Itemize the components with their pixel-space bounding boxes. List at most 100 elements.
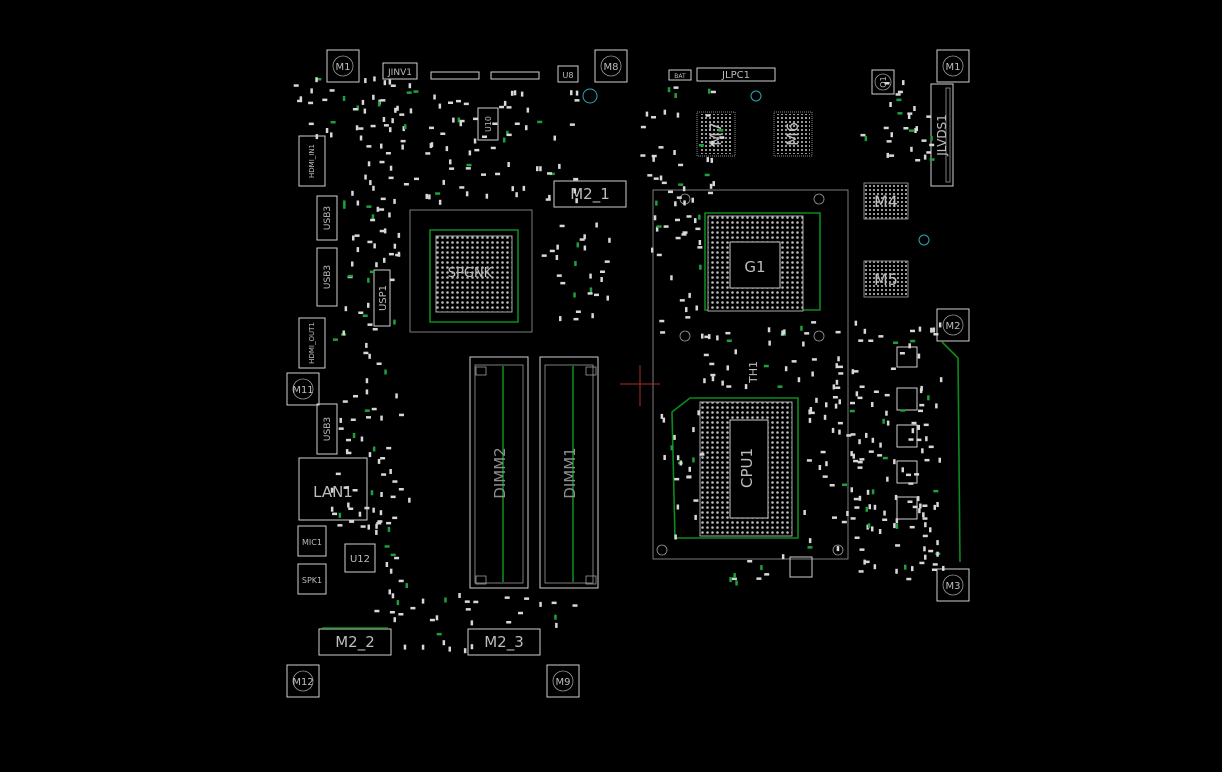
mount-hole-m9[interactable]: M9 <box>546 664 580 698</box>
connector-jlvds1[interactable]: JLVDS1 <box>930 83 954 187</box>
smd-pad <box>822 475 828 478</box>
smd-pad <box>473 600 479 604</box>
dimm-slot-2[interactable]: DIMM2 <box>469 356 529 589</box>
sensor-th1[interactable]: TH1 <box>747 361 760 384</box>
smd-pad <box>368 353 371 359</box>
connector-jinv1[interactable]: JINV1 <box>382 62 418 80</box>
connector-jlpc1[interactable]: JLPC1 <box>696 67 776 82</box>
smd-pad <box>906 473 911 477</box>
smd-pad <box>697 246 703 249</box>
smd-pad <box>865 432 868 438</box>
chip-u12[interactable]: U12 <box>344 543 376 573</box>
chip-cpu1[interactable]: CPU1 <box>671 397 799 539</box>
smd-pad <box>385 562 389 567</box>
smd-pad <box>832 516 837 519</box>
smd-pad <box>675 236 681 240</box>
smd-pad <box>854 536 860 539</box>
smd-pad <box>554 614 557 620</box>
mount-hole-m3[interactable]: M3 <box>936 568 970 602</box>
dimm-slot-1[interactable]: DIMM1 <box>539 356 599 589</box>
chip-m4[interactable]: M4 <box>863 182 909 220</box>
chip-m6[interactable]: M6 <box>773 111 813 157</box>
th1-label: TH1 <box>747 361 760 384</box>
smd-pad <box>363 351 369 355</box>
chip-m5[interactable]: M5 <box>863 260 909 298</box>
smd-pad <box>332 512 338 516</box>
smd-pad <box>913 106 916 111</box>
smd-pad <box>587 292 593 295</box>
smd-pad <box>882 456 888 460</box>
smd-pad <box>429 618 435 622</box>
chip-usp1[interactable]: USP1 <box>373 269 391 327</box>
connector-hdmi-in1[interactable]: HDMI_IN1 <box>298 135 326 187</box>
smd-pad <box>783 329 786 335</box>
smd-pad <box>910 329 915 333</box>
chip-m7[interactable]: M7 <box>696 111 736 157</box>
smd-pad <box>504 596 510 599</box>
smd-pad <box>570 90 573 96</box>
slot-m2-2[interactable]: M2_2 <box>318 627 392 656</box>
smd-pad <box>473 138 477 144</box>
chip-spgnk[interactable]: SPGNK <box>409 209 533 333</box>
smd-pad <box>499 105 505 109</box>
smd-pad <box>374 609 380 613</box>
jack-spk1[interactable]: SPK1 <box>297 563 327 595</box>
smd-pad <box>503 100 507 106</box>
smd-pad <box>939 377 943 383</box>
smd-pad <box>695 305 698 311</box>
smd-pad <box>364 506 370 510</box>
m2-right-label: M2 <box>946 321 961 332</box>
smd-pad <box>811 371 814 377</box>
connector-fpc-a[interactable] <box>430 71 480 80</box>
slot-m2-3[interactable]: M2_3 <box>467 628 541 656</box>
smd-pad <box>408 83 412 89</box>
smd-pad <box>399 113 405 116</box>
mount-hole-m1-top[interactable]: M1 <box>326 49 360 83</box>
battery-bat[interactable]: BAT <box>668 69 692 81</box>
smd-pad <box>927 395 930 401</box>
smd-pad <box>364 78 367 84</box>
mount-hole-m2-right[interactable]: M2 <box>936 308 970 342</box>
connector-usb3-1[interactable]: USB3 <box>316 195 338 241</box>
smd-pad <box>396 600 400 606</box>
smd-pad <box>915 126 918 132</box>
connector-usb3-2[interactable]: USB3 <box>316 247 338 307</box>
smd-pad <box>711 376 715 382</box>
smd-pad <box>330 132 333 138</box>
slot-m2-1[interactable]: M2_1 <box>553 180 627 208</box>
smd-pad <box>883 510 886 516</box>
smd-pad <box>591 313 594 319</box>
smd-pad <box>380 415 383 421</box>
transistor-q1[interactable]: Q1 <box>871 69 895 95</box>
smd-pad <box>366 416 371 419</box>
smd-pad <box>676 196 682 199</box>
smd-pad <box>482 135 487 138</box>
smd-pad <box>835 330 841 334</box>
smd-pad <box>600 270 605 273</box>
connector-fpc-b[interactable] <box>490 71 540 80</box>
smd-pad <box>893 341 899 344</box>
smd-pad <box>893 459 896 465</box>
smd-pad <box>756 577 762 580</box>
smd-pad <box>459 119 465 123</box>
connector-hdmi-out1[interactable]: HDMI_OUT1 <box>298 317 326 369</box>
smd-pad <box>915 159 921 162</box>
connector-usb3-3[interactable]: USB3 <box>316 403 338 455</box>
jack-mic1[interactable]: MIC1 <box>297 525 327 557</box>
mount-hole-m12[interactable]: M12 <box>286 664 320 698</box>
smd-pad <box>465 191 469 197</box>
mount-hole-m11[interactable]: M11 <box>286 372 320 406</box>
chip-u8[interactable]: U8 <box>557 65 579 83</box>
smd-pad <box>878 529 882 534</box>
smd-pad <box>854 320 858 326</box>
smd-pad <box>895 518 899 524</box>
mount-hole-m8[interactable]: M8 <box>594 49 628 83</box>
chip-g1[interactable]: G1 <box>704 212 821 312</box>
smd-pad <box>673 86 679 89</box>
mount-hole-m1-right[interactable]: M1 <box>936 49 970 83</box>
smd-components <box>293 76 945 654</box>
chip-u10[interactable]: U10 <box>477 107 499 141</box>
smd-pad <box>710 157 713 163</box>
smd-pad <box>658 146 664 149</box>
